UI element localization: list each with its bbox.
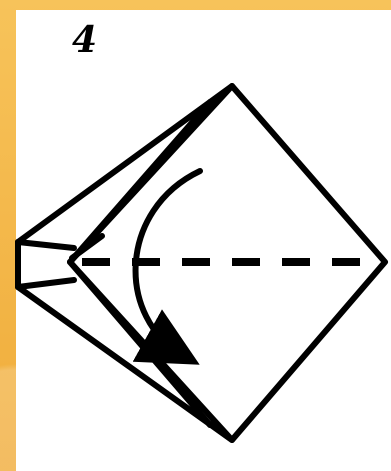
lower-inner-flap: [18, 280, 74, 287]
upper-inner-flap: [18, 242, 74, 248]
lower-fold-line: [70, 262, 210, 425]
